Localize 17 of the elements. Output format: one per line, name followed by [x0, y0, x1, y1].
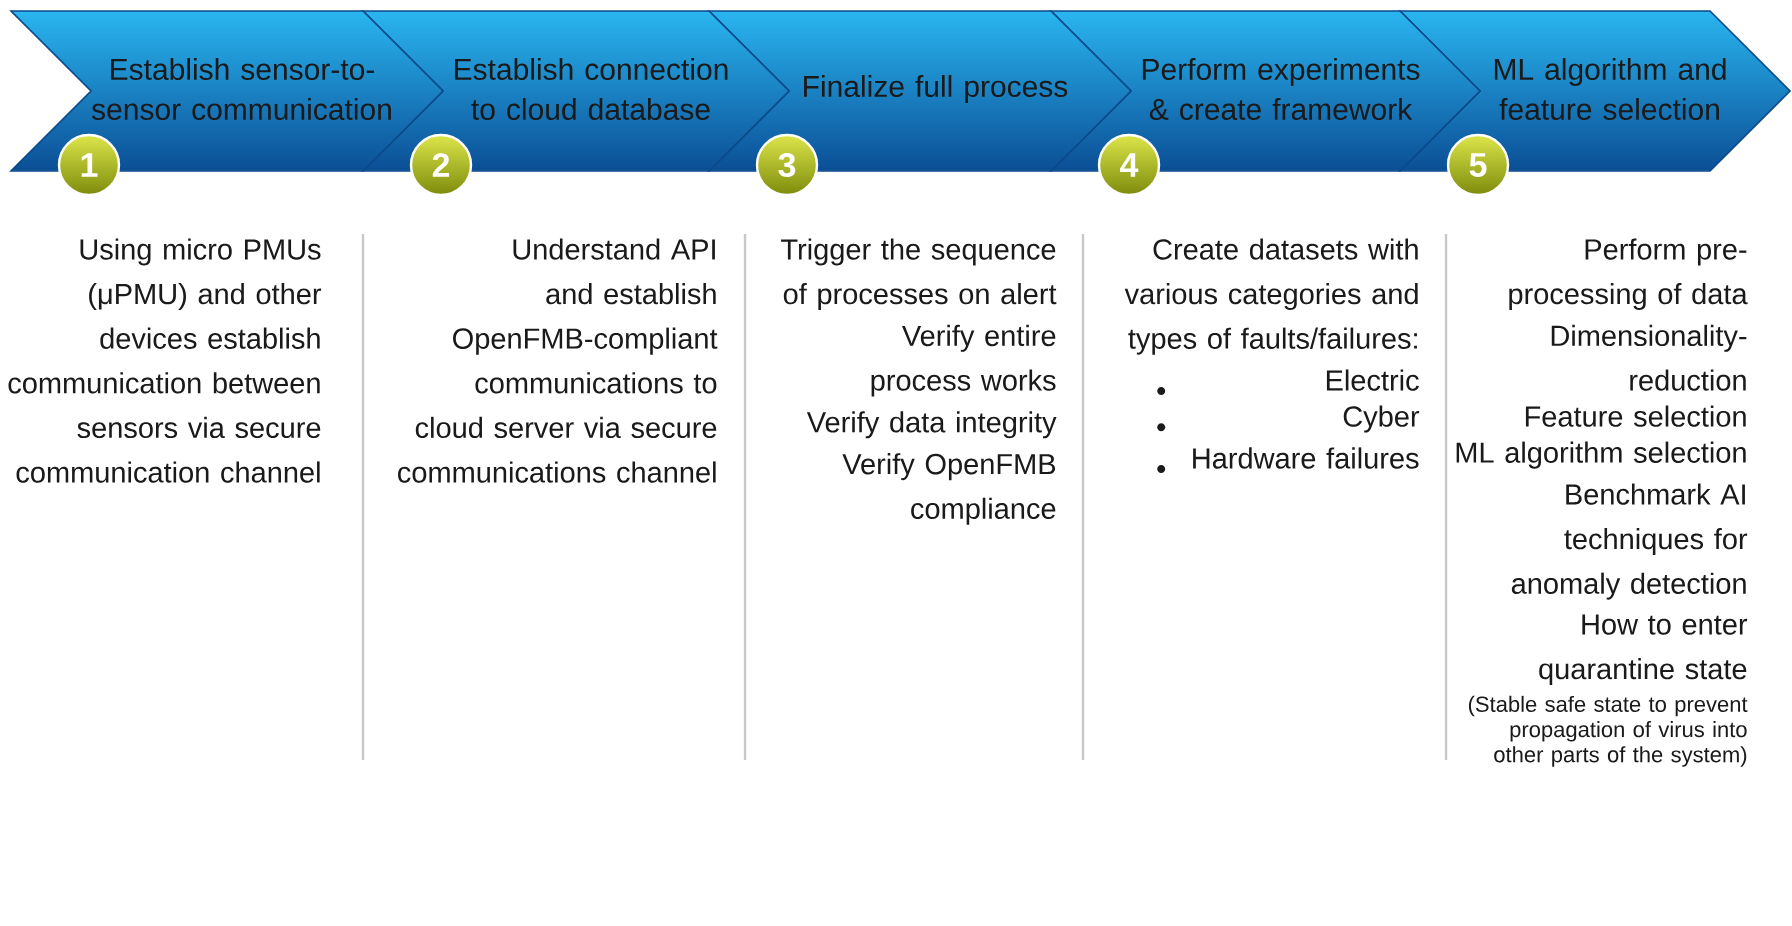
- description-text: Cyber: [1343, 405, 1420, 433]
- description-text: Using micro PMUs (μPMU) and other devices establish communication between sensors via secure communication channel: [8, 238, 322, 483]
- description-text: ML algorithm selection: [1456, 441, 1746, 469]
- description-text: Dimensionality-reduction: [1551, 324, 1747, 391]
- description-text: Trigger the sequence of processes on alert: [781, 238, 1057, 311]
- description-text: Verify OpenFMB compliance: [842, 453, 1056, 525]
- description-text: Hardware failures: [1193, 447, 1419, 469]
- description-text: Verify entire process works: [871, 324, 1056, 397]
- description-text: Perform pre-processing of data: [1509, 238, 1748, 310]
- description-text: Electric: [1326, 369, 1419, 391]
- description-text: Understand API and establish OpenFMB-compliant communications to cloud server via secure communications channel: [398, 238, 718, 483]
- note-text: (Stable safe state to prevent propagation of virus into other parts of the system): [1468, 695, 1748, 767]
- description-text: Benchmark AI techniques for anomaly detection: [1511, 483, 1748, 600]
- description-text: Create datasets with various categories and types of faults/failures:: [1124, 238, 1418, 355]
- description-text: How to enter quarantine state: [1539, 614, 1748, 686]
- description-text: Feature selection: [1525, 405, 1746, 427]
- description-text: Verify data integrity: [806, 411, 1057, 439]
